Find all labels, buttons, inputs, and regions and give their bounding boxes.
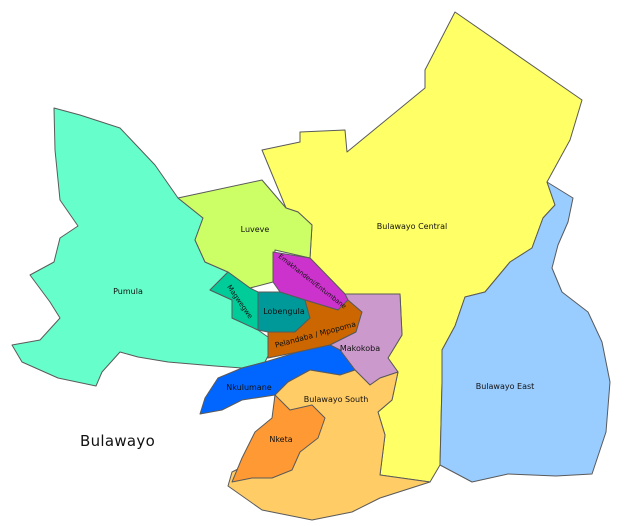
region-magwegwe[interactable]: [209, 271, 259, 331]
label-bulawayo-south: Bulawayo South: [304, 395, 369, 404]
label-nketa: Nketa: [269, 435, 292, 444]
label-bulawayo-east: Bulawayo East: [476, 382, 535, 391]
label-luveve: Luveve: [241, 225, 270, 234]
region-nketa[interactable]: [231, 394, 326, 483]
label-pumula: Pumula: [113, 287, 143, 296]
label-nkulumane: Nkulumane: [226, 383, 272, 392]
label-bulawayo-central: Bulawayo Central: [377, 222, 447, 231]
label-lobengula: Lobengula: [263, 307, 305, 316]
region-nkulumane[interactable]: [199, 344, 356, 415]
region-bulawayo-east[interactable]: [439, 181, 611, 483]
label-makokoba: Makokoba: [340, 344, 380, 353]
map-title: Bulawayo: [80, 432, 156, 450]
